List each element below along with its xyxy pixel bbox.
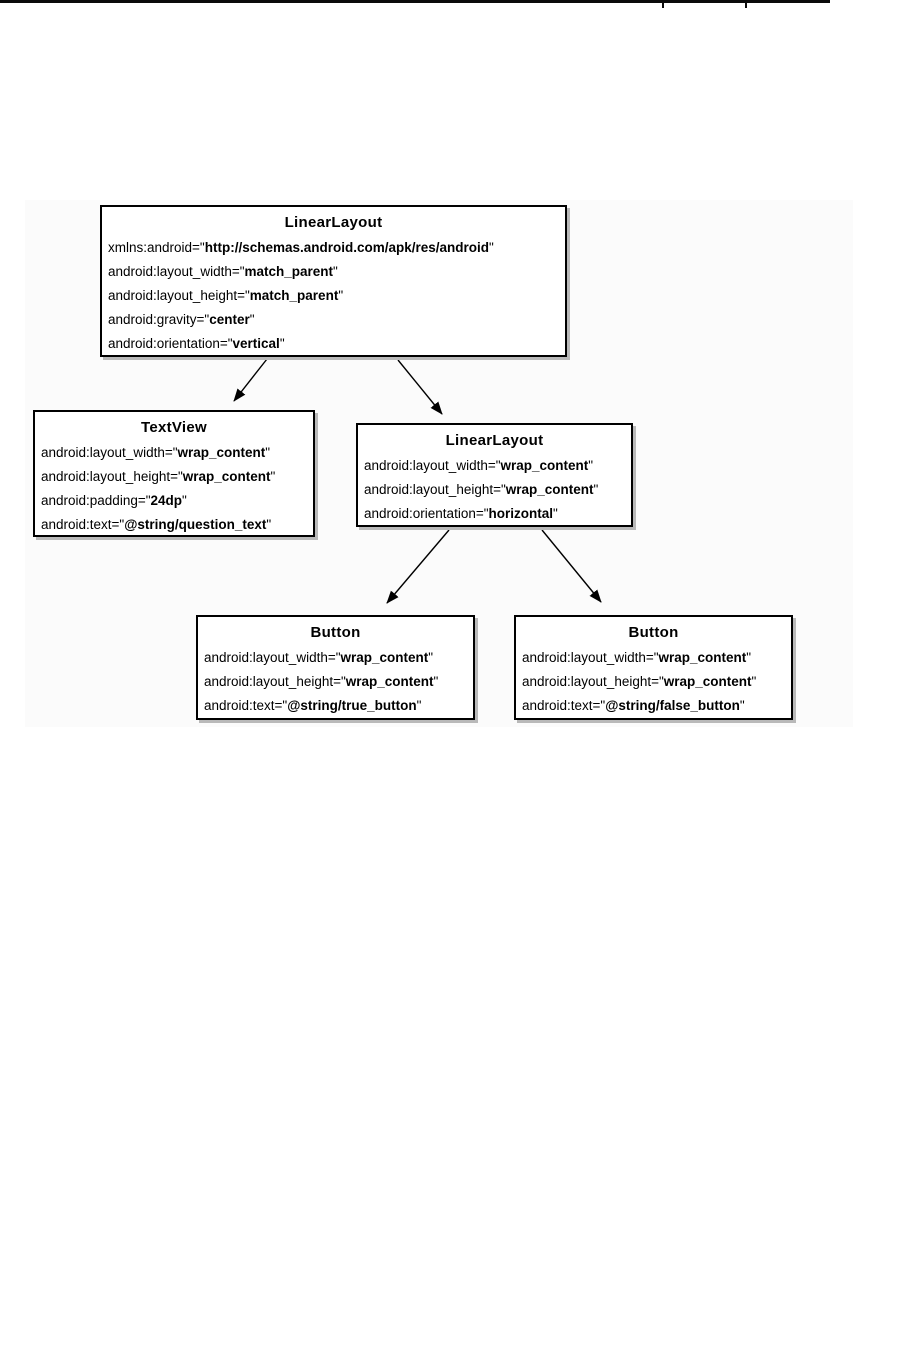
xml-attribute: android:text="@string/question_text": [41, 517, 272, 532]
xml-attribute: xmlns:android="http://schemas.android.co…: [108, 240, 494, 255]
node-button-false: Button android:layout_width="wrap_conten…: [514, 615, 793, 720]
xml-attribute: android:layout_width="wrap_content": [204, 650, 434, 665]
node-title: Button: [628, 624, 679, 641]
xml-attribute: android:layout_width="match_parent": [108, 264, 338, 279]
node-button-true: Button android:layout_width="wrap_conten…: [196, 615, 475, 720]
page-top-rule-tick: [745, 0, 747, 8]
node-title: LinearLayout: [445, 432, 544, 449]
xml-attribute: android:layout_width="wrap_content": [41, 445, 271, 460]
node-attributes: android:layout_width="wrap_content"andro…: [358, 454, 631, 526]
xml-attribute: android:layout_height="wrap_content": [204, 674, 439, 689]
node-root-linearlayout: LinearLayout xmlns:android="http://schem…: [100, 205, 567, 357]
xml-attribute: android:layout_height="match_parent": [108, 288, 344, 303]
page-top-rule-tick: [662, 0, 664, 8]
xml-attribute: android:text="@string/true_button": [204, 698, 422, 713]
node-title: TextView: [140, 419, 208, 436]
node-title: Button: [310, 624, 361, 641]
xml-attribute: android:layout_height="wrap_content": [364, 482, 599, 497]
xml-attribute: android:gravity="center": [108, 312, 255, 327]
node-attributes: android:layout_width="wrap_content"andro…: [35, 441, 313, 537]
node-attributes: xmlns:android="http://schemas.android.co…: [102, 236, 565, 356]
xml-attribute: android:layout_height="wrap_content": [522, 674, 757, 689]
xml-attribute: android:orientation="horizontal": [364, 506, 558, 521]
node-inner-linearlayout: LinearLayout android:layout_width="wrap_…: [356, 423, 633, 527]
node-attributes: android:layout_width="wrap_content"andro…: [516, 646, 791, 718]
node-title: LinearLayout: [284, 214, 383, 231]
xml-attribute: android:layout_width="wrap_content": [522, 650, 752, 665]
xml-attribute: android:orientation="vertical": [108, 336, 285, 351]
xml-attribute: android:padding="24dp": [41, 493, 187, 508]
xml-attribute: android:layout_width="wrap_content": [364, 458, 594, 473]
xml-attribute: android:layout_height="wrap_content": [41, 469, 276, 484]
page-top-rule: [0, 0, 830, 3]
node-textview: TextView android:layout_width="wrap_cont…: [33, 410, 315, 537]
node-attributes: android:layout_width="wrap_content"andro…: [198, 646, 473, 718]
xml-attribute: android:text="@string/false_button": [522, 698, 745, 713]
